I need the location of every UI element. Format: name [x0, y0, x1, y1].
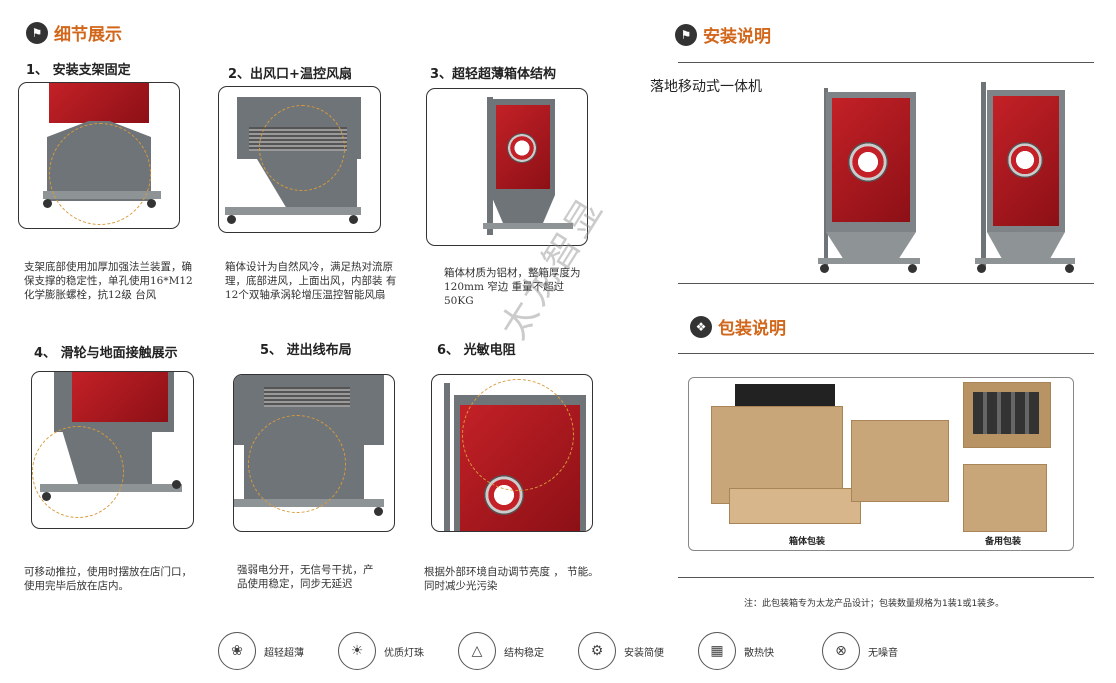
spare-package-label: 备用包装 — [985, 537, 1022, 547]
item-5-image — [233, 374, 395, 532]
item-1-title: 1、 安装支架固定 — [26, 63, 131, 78]
feature-easy-install: ⚙ 安装简便 — [578, 632, 664, 670]
item-3-title: 3、超轻超薄箱体结构 — [430, 67, 557, 82]
detail-section-title: 细节展示 — [54, 25, 122, 45]
item-4-desc: 可移动推拉，使用时摆放在店门口，使用完毕后放在店内。 — [24, 566, 192, 592]
gears-icon: ⚙ — [578, 632, 616, 670]
item-3-image — [426, 88, 588, 246]
feather-icon: ❀ — [218, 632, 256, 670]
megaphone-icon: ⚑ — [675, 23, 697, 46]
feature-silent: ⊗ 无噪音 — [822, 632, 898, 670]
bulb-icon: ☀ — [338, 632, 376, 670]
item-2-title: 2、出风口+温控风扇 — [228, 67, 352, 82]
feature-ultra-thin: ❀ 超轻超薄 — [218, 632, 304, 670]
triangle-icon: △ — [458, 632, 496, 670]
package-bottom-divider — [678, 577, 1094, 578]
package-section-title: 包装说明 — [718, 319, 786, 339]
feature-stable: △ 结构稳定 — [458, 632, 544, 670]
box-icon: ❖ — [690, 315, 712, 338]
install-section-title: 安装说明 — [703, 27, 771, 47]
item-6-desc: 根据外部环境自动调节亮度 ， 节能。同时减少光污染 — [424, 566, 599, 592]
package-section-header: ❖ 包装说明 — [690, 314, 786, 339]
item-4-title: 4、 滑轮与地面接触展示 — [34, 346, 178, 361]
item-1-image — [18, 82, 180, 229]
feature-led: ☀ 优质灯珠 — [338, 632, 424, 670]
mute-icon: ⊗ — [822, 632, 860, 670]
megaphone-icon: ⚑ — [26, 21, 48, 44]
item-6-title: 6、 光敏电阻 — [437, 343, 516, 358]
detail-section-header: ⚑ 细节展示 — [26, 20, 122, 45]
item-6-image — [431, 374, 593, 532]
item-2-image — [218, 86, 381, 233]
item-4-image — [31, 371, 194, 529]
package-note: 注：此包装箱专为太龙产品设计；包装数量规格为1装1或1装多。 — [744, 599, 1005, 609]
package-divider — [678, 353, 1094, 354]
install-label: 落地移动式一体机 — [650, 79, 762, 95]
install-bottom-divider — [678, 283, 1094, 284]
kiosk-side-image — [975, 80, 1080, 275]
install-divider — [678, 62, 1094, 63]
item-1-desc: 支架底部使用加厚加强法兰装置，确保支撑的稳定性，单孔使用16*M12化学膨胀螺栓… — [24, 261, 193, 301]
item-5-title: 5、 进出线布局 — [260, 343, 352, 358]
feature-heat: ▦ 散热快 — [698, 632, 774, 670]
package-image: 箱体包装 备用包装 — [688, 377, 1074, 551]
item-3-desc: 箱体材质为铝材，整箱厚度为120mm 窄边 重量不超过50KG — [444, 267, 581, 307]
heatsink-icon: ▦ — [698, 632, 736, 670]
item-5-desc: 强弱电分开，无信号干扰，产品使用稳定，同步无延迟 — [237, 564, 374, 590]
box-package-label: 箱体包装 — [789, 537, 826, 547]
item-2-desc: 箱体设计为自然风冷，满足热对流原 理，底部进风，上面出风，内部装 有12个双轴承… — [225, 261, 397, 301]
kiosk-front-image — [818, 80, 923, 275]
install-section-header: ⚑ 安装说明 — [675, 22, 771, 47]
